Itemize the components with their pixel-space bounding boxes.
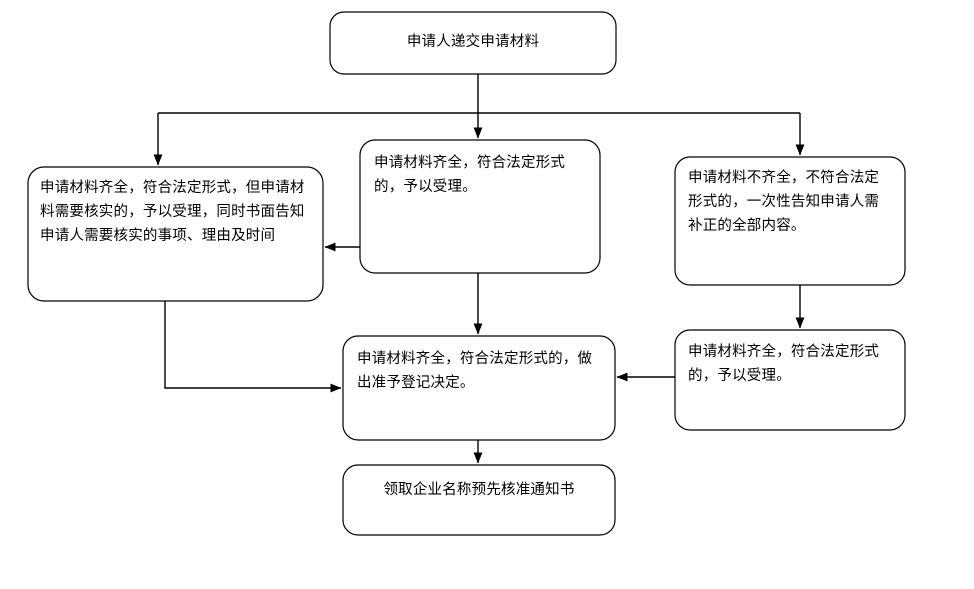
node-accept-complete-shape[interactable]: [359, 139, 601, 274]
node-incomplete-notify-corrections-shape[interactable]: [674, 156, 906, 286]
node-complete-needs-verification-shape[interactable]: [27, 166, 324, 302]
node-submit-application-shape[interactable]: [329, 11, 617, 75]
node-approve-registration-decision-shape[interactable]: [342, 335, 616, 441]
node-accept-after-correction-shape[interactable]: [674, 329, 906, 431]
node-receive-preapproval-notice-shape[interactable]: [342, 464, 616, 536]
edge-verify-to-approve-line: [164, 301, 342, 393]
